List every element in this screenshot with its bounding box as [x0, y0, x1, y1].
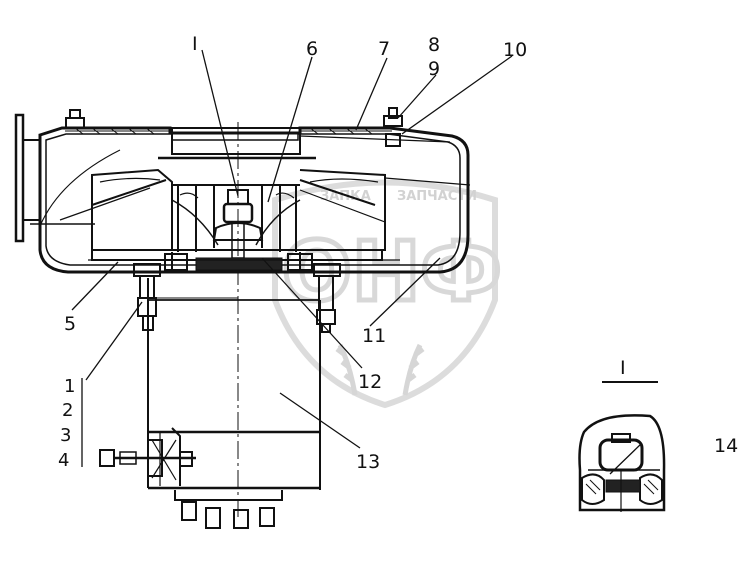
- central-fastener: [212, 189, 264, 259]
- callout-labels: I 6 7 8 9 10 5 11 12 13 14 1 2 3 4 I: [58, 33, 738, 473]
- cover-bolt-right: [383, 107, 403, 147]
- callout-7: 7: [378, 38, 390, 60]
- callout-2: 2: [62, 400, 73, 421]
- detail-title: I: [620, 357, 626, 379]
- callout-13: 13: [356, 451, 380, 473]
- filter-canister: [147, 278, 321, 501]
- bottom-bolts: [181, 501, 275, 529]
- watermark-wheat-right: [402, 343, 425, 396]
- callout-6: 6: [306, 38, 318, 60]
- watermark-shield: [272, 179, 498, 409]
- leader-lines: [39, 49, 643, 475]
- callout-8: 8: [428, 34, 440, 56]
- callout-10: 10: [503, 39, 527, 61]
- watermark-wheat-left: [335, 343, 358, 396]
- base-plate: [88, 249, 400, 272]
- top-cover: [65, 127, 392, 135]
- callout-1: 1: [64, 376, 75, 397]
- inlet-flange: [14, 113, 41, 243]
- clamp-assembly: [99, 439, 196, 481]
- outer-housing: [30, 126, 470, 274]
- callout-5: 5: [64, 313, 76, 335]
- outlet-neck: [158, 127, 316, 160]
- cover-bolt-left: [65, 109, 85, 129]
- callout-4: 4: [58, 450, 69, 471]
- vane-assembly: [59, 168, 471, 252]
- detail-view-I: [578, 381, 666, 512]
- callout-9: 9: [428, 58, 440, 80]
- callout-I: I: [192, 33, 198, 55]
- watermark-text-top: ЗАПЧАСТИ: [397, 189, 477, 204]
- callout-14: 14: [714, 435, 738, 457]
- callout-12: 12: [358, 371, 382, 393]
- callout-3: 3: [60, 425, 71, 446]
- callout-11: 11: [362, 325, 386, 347]
